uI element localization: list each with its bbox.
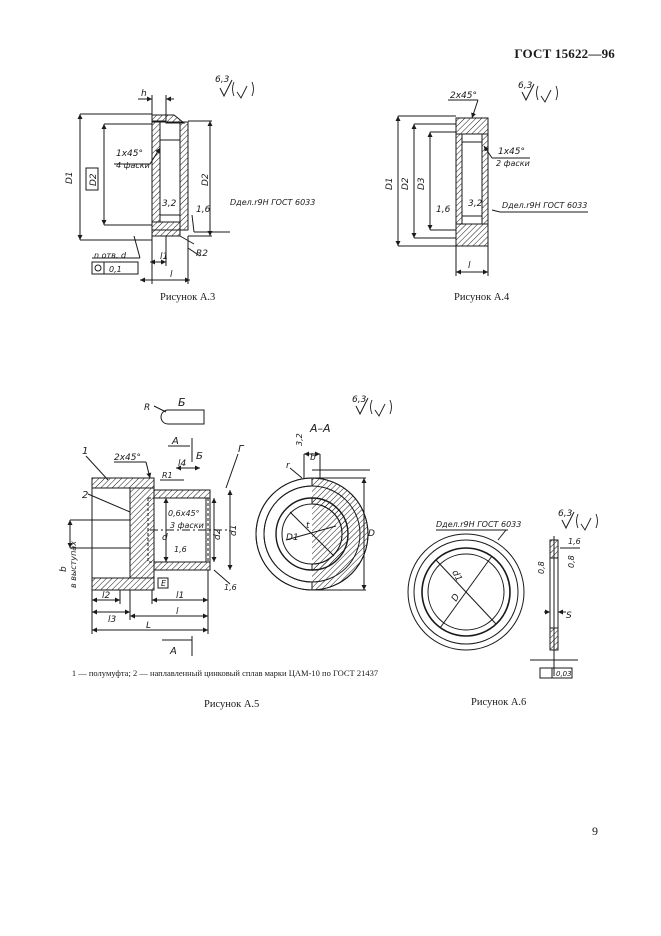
dim-D: D xyxy=(368,529,375,539)
roughness-3-2: 3,2 xyxy=(162,199,177,209)
roughness-value: 6,3 xyxy=(352,395,367,405)
chamfer-0-6: 0,6x45° xyxy=(168,509,200,518)
dim-D2: D2 xyxy=(401,177,411,190)
dim-l: l xyxy=(170,270,173,280)
view-B-label: Б xyxy=(178,396,186,409)
detail-G: Г xyxy=(238,444,245,455)
thread-spec: Dдел.r9H ГОСТ 6033 xyxy=(502,201,587,210)
section-A-bottom: A xyxy=(169,646,177,657)
dim-d: d xyxy=(162,533,168,543)
figure-a4-drawing: 6,3 xyxy=(395,81,588,276)
roughness-1-6-a: 1,6 xyxy=(174,545,187,554)
caption-figure-a4: Рисунок А.4 xyxy=(454,292,510,303)
callout-1: 1 xyxy=(82,446,88,457)
roughness-value: 6,3 xyxy=(558,509,573,519)
figure-a5-drawing: 6,3 xyxy=(67,395,392,656)
dim-l3: l3 xyxy=(108,615,117,625)
page-number: 9 xyxy=(592,824,598,838)
figure-a3-labels: h D1 D2 D2 1x45° 4 фаски 3,2 1,6 Dдел.r9… xyxy=(65,89,315,280)
dim-D3: D3 xyxy=(417,177,427,190)
dim-D2-boxed: D2 xyxy=(89,173,99,186)
roughness-1-6-b: 1,6 xyxy=(224,583,237,592)
section-AA-title: A–A xyxy=(309,422,331,435)
tolerance-value: 0,1 xyxy=(109,265,122,274)
radius-R: R xyxy=(144,403,150,413)
dim-h: h xyxy=(141,89,147,99)
figure-a5-note: 1 — полумуфта; 2 — наплавленный цинковый… xyxy=(71,668,379,678)
caption-figure-a5: Рисунок А.5 xyxy=(204,699,260,710)
chamfer-count: 3 фаски xyxy=(170,521,204,530)
dim-b: b xyxy=(59,566,69,572)
dim-D: D xyxy=(450,592,462,603)
roughness-3-2: 3,2 xyxy=(295,433,304,446)
dim-l1: l1 xyxy=(160,252,168,262)
dim-b-note: в выступах xyxy=(69,541,78,588)
page-header: ГОСТ 15622—96 xyxy=(514,46,615,61)
roughness-1-6: 1,6 xyxy=(436,205,451,215)
dim-d2: d2 xyxy=(213,528,223,540)
figure-a3-drawing: 6,3 xyxy=(77,75,254,284)
dim-D1: D1 xyxy=(385,177,395,190)
radius-R1: R1 xyxy=(162,471,173,480)
dim-b-section: b xyxy=(310,453,316,463)
caption-figure-a6: Рисунок А.6 xyxy=(471,697,527,708)
dim-d1: d1 xyxy=(229,525,239,536)
radius-R2: R2 xyxy=(196,249,208,259)
roughness-0-8-b: 0,8 xyxy=(567,555,576,568)
dim-S: S xyxy=(566,611,572,621)
chamfer-label: 1x45° xyxy=(498,147,525,157)
dim-D1: D1 xyxy=(65,171,75,184)
thread-spec: Dдел.r9H ГОСТ 6033 xyxy=(230,198,315,207)
roughness-0-8-a: 0,8 xyxy=(537,561,546,574)
section-A-top: A xyxy=(171,436,179,447)
chamfer-2x45: 2x45° xyxy=(114,453,141,463)
radius-r: r xyxy=(286,461,291,471)
parallelism-tolerance: 0,03 xyxy=(556,670,572,678)
roughness-1-6: 1,6 xyxy=(196,205,211,215)
caption-figure-a3: Рисунок А.3 xyxy=(160,292,216,303)
roughness-1-6: 1,6 xyxy=(568,537,581,546)
roughness-3-2: 3,2 xyxy=(468,199,483,209)
detail-E: E xyxy=(161,579,167,588)
dim-D2: D2 xyxy=(201,173,211,186)
figure-a6-drawing: 6,3 xyxy=(407,509,598,679)
roughness-value: 6,3 xyxy=(215,75,230,85)
dim-l: l xyxy=(176,607,179,617)
figure-a6-labels: Dдел.r9H ГОСТ 6033 D d1 1,6 0,8 0,8 S 0,… xyxy=(436,520,581,678)
dim-L: L xyxy=(146,621,151,631)
dim-D1: D1 xyxy=(286,533,299,543)
holes-spec: n отв. d xyxy=(94,251,127,260)
thread-spec: Dдел.r9H ГОСТ 6033 xyxy=(436,520,521,529)
callout-2: 2 xyxy=(82,490,88,501)
dim-l1: l1 xyxy=(176,591,184,601)
dim-l: l xyxy=(468,261,471,271)
figure-a5-labels: Б R A Б Г 1 2 2x45° l4 R1 0,6x45° 3 фаск… xyxy=(59,396,375,657)
dim-l2: l2 xyxy=(102,591,111,601)
chamfer-count: 2 фаски xyxy=(496,159,530,168)
chamfer-top: 2x45° xyxy=(450,91,477,101)
view-B-arrow: Б xyxy=(196,451,203,462)
figure-a4-labels: 2x45° D1 D2 D3 1x45° 2 фаски 1,6 3,2 Dде… xyxy=(385,91,587,271)
chamfer-label: 1x45° xyxy=(116,149,143,159)
dim-t: t xyxy=(306,521,310,531)
roughness-value: 6,3 xyxy=(518,81,533,91)
chamfer-count: 4 фаски xyxy=(116,161,150,170)
dim-d1: d1 xyxy=(449,569,463,584)
dim-l4: l4 xyxy=(178,459,187,469)
